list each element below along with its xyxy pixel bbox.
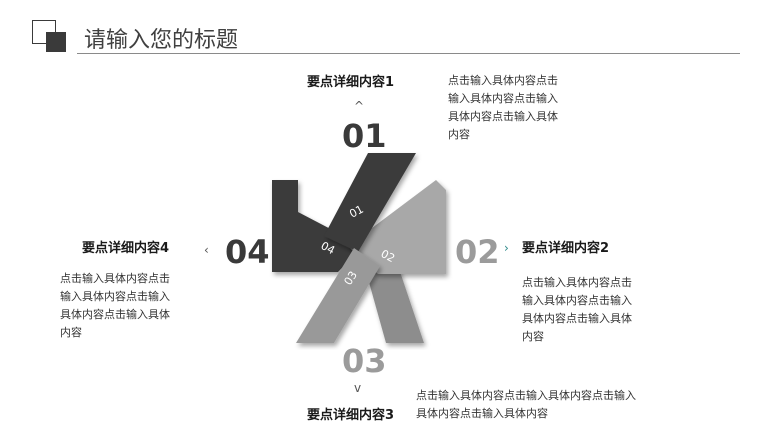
right-arrow-icon: › (504, 241, 509, 255)
item-1-body-line: 内容 (448, 128, 470, 141)
item-1-heading: 要点详细内容1 (307, 75, 395, 90)
item-1-body-line: 点击输入具体内容点击 (448, 74, 558, 87)
item-4-heading: 要点详细内容4 (82, 241, 170, 256)
down-arrow-icon: v (354, 381, 362, 395)
item-4-number: 04 (225, 233, 270, 271)
item-2-body-line: 输入具体内容点击输入 (522, 294, 632, 307)
item-3-body-line: 具体内容点击输入具体内容 (416, 407, 548, 420)
band-label-03: 03 (342, 269, 360, 288)
band-label-04: 04 (319, 239, 337, 257)
item-3-number: 03 (342, 342, 387, 380)
band-02 (348, 180, 446, 274)
item-2-number: 02 (455, 233, 500, 271)
x-shape-graphic: 01 04 02 03 (272, 153, 446, 343)
item-3-heading: 要点详细内容3 (307, 408, 395, 423)
item-1-body: 点击输入具体内容点击 输入具体内容点击输入 具体内容点击输入具体 内容 (448, 72, 588, 144)
left-arrow-icon: ‹ (204, 243, 209, 257)
item-4-body-line: 具体内容点击输入具体 (60, 308, 170, 321)
band-label-01: 01 (347, 203, 365, 221)
item-4-body-line: 输入具体内容点击输入 (60, 290, 170, 303)
up-arrow-icon: ^ (354, 99, 365, 113)
item-4-body: 点击输入具体内容点击 输入具体内容点击输入 具体内容点击输入具体 内容 (60, 270, 200, 342)
item-2-body-line: 内容 (522, 330, 544, 343)
page-title: 请输入您的标题 (84, 28, 239, 53)
item-2-body-line: 具体内容点击输入具体 (522, 312, 632, 325)
band-03-front (296, 248, 380, 343)
item-3-body-line: 点击输入具体内容点击输入具体内容点击输入 (416, 389, 636, 402)
band-label-02: 02 (379, 247, 397, 265)
item-2-body: 点击输入具体内容点击 输入具体内容点击输入 具体内容点击输入具体 内容 (522, 274, 662, 346)
band-04 (272, 180, 363, 272)
item-4-body-line: 内容 (60, 326, 82, 339)
item-2-body-line: 点击输入具体内容点击 (522, 276, 632, 289)
item-1-number: 01 (342, 117, 387, 155)
title-divider (77, 53, 740, 54)
band-01 (324, 153, 416, 252)
item-3-body: 点击输入具体内容点击输入具体内容点击输入 具体内容点击输入具体内容 (416, 387, 686, 423)
item-4-body-line: 点击输入具体内容点击 (60, 272, 170, 285)
item-1-body-line: 输入具体内容点击输入 (448, 92, 558, 105)
item-1-body-line: 具体内容点击输入具体 (448, 110, 558, 123)
item-2-heading: 要点详细内容2 (522, 241, 610, 256)
logo-square-filled (46, 32, 66, 52)
